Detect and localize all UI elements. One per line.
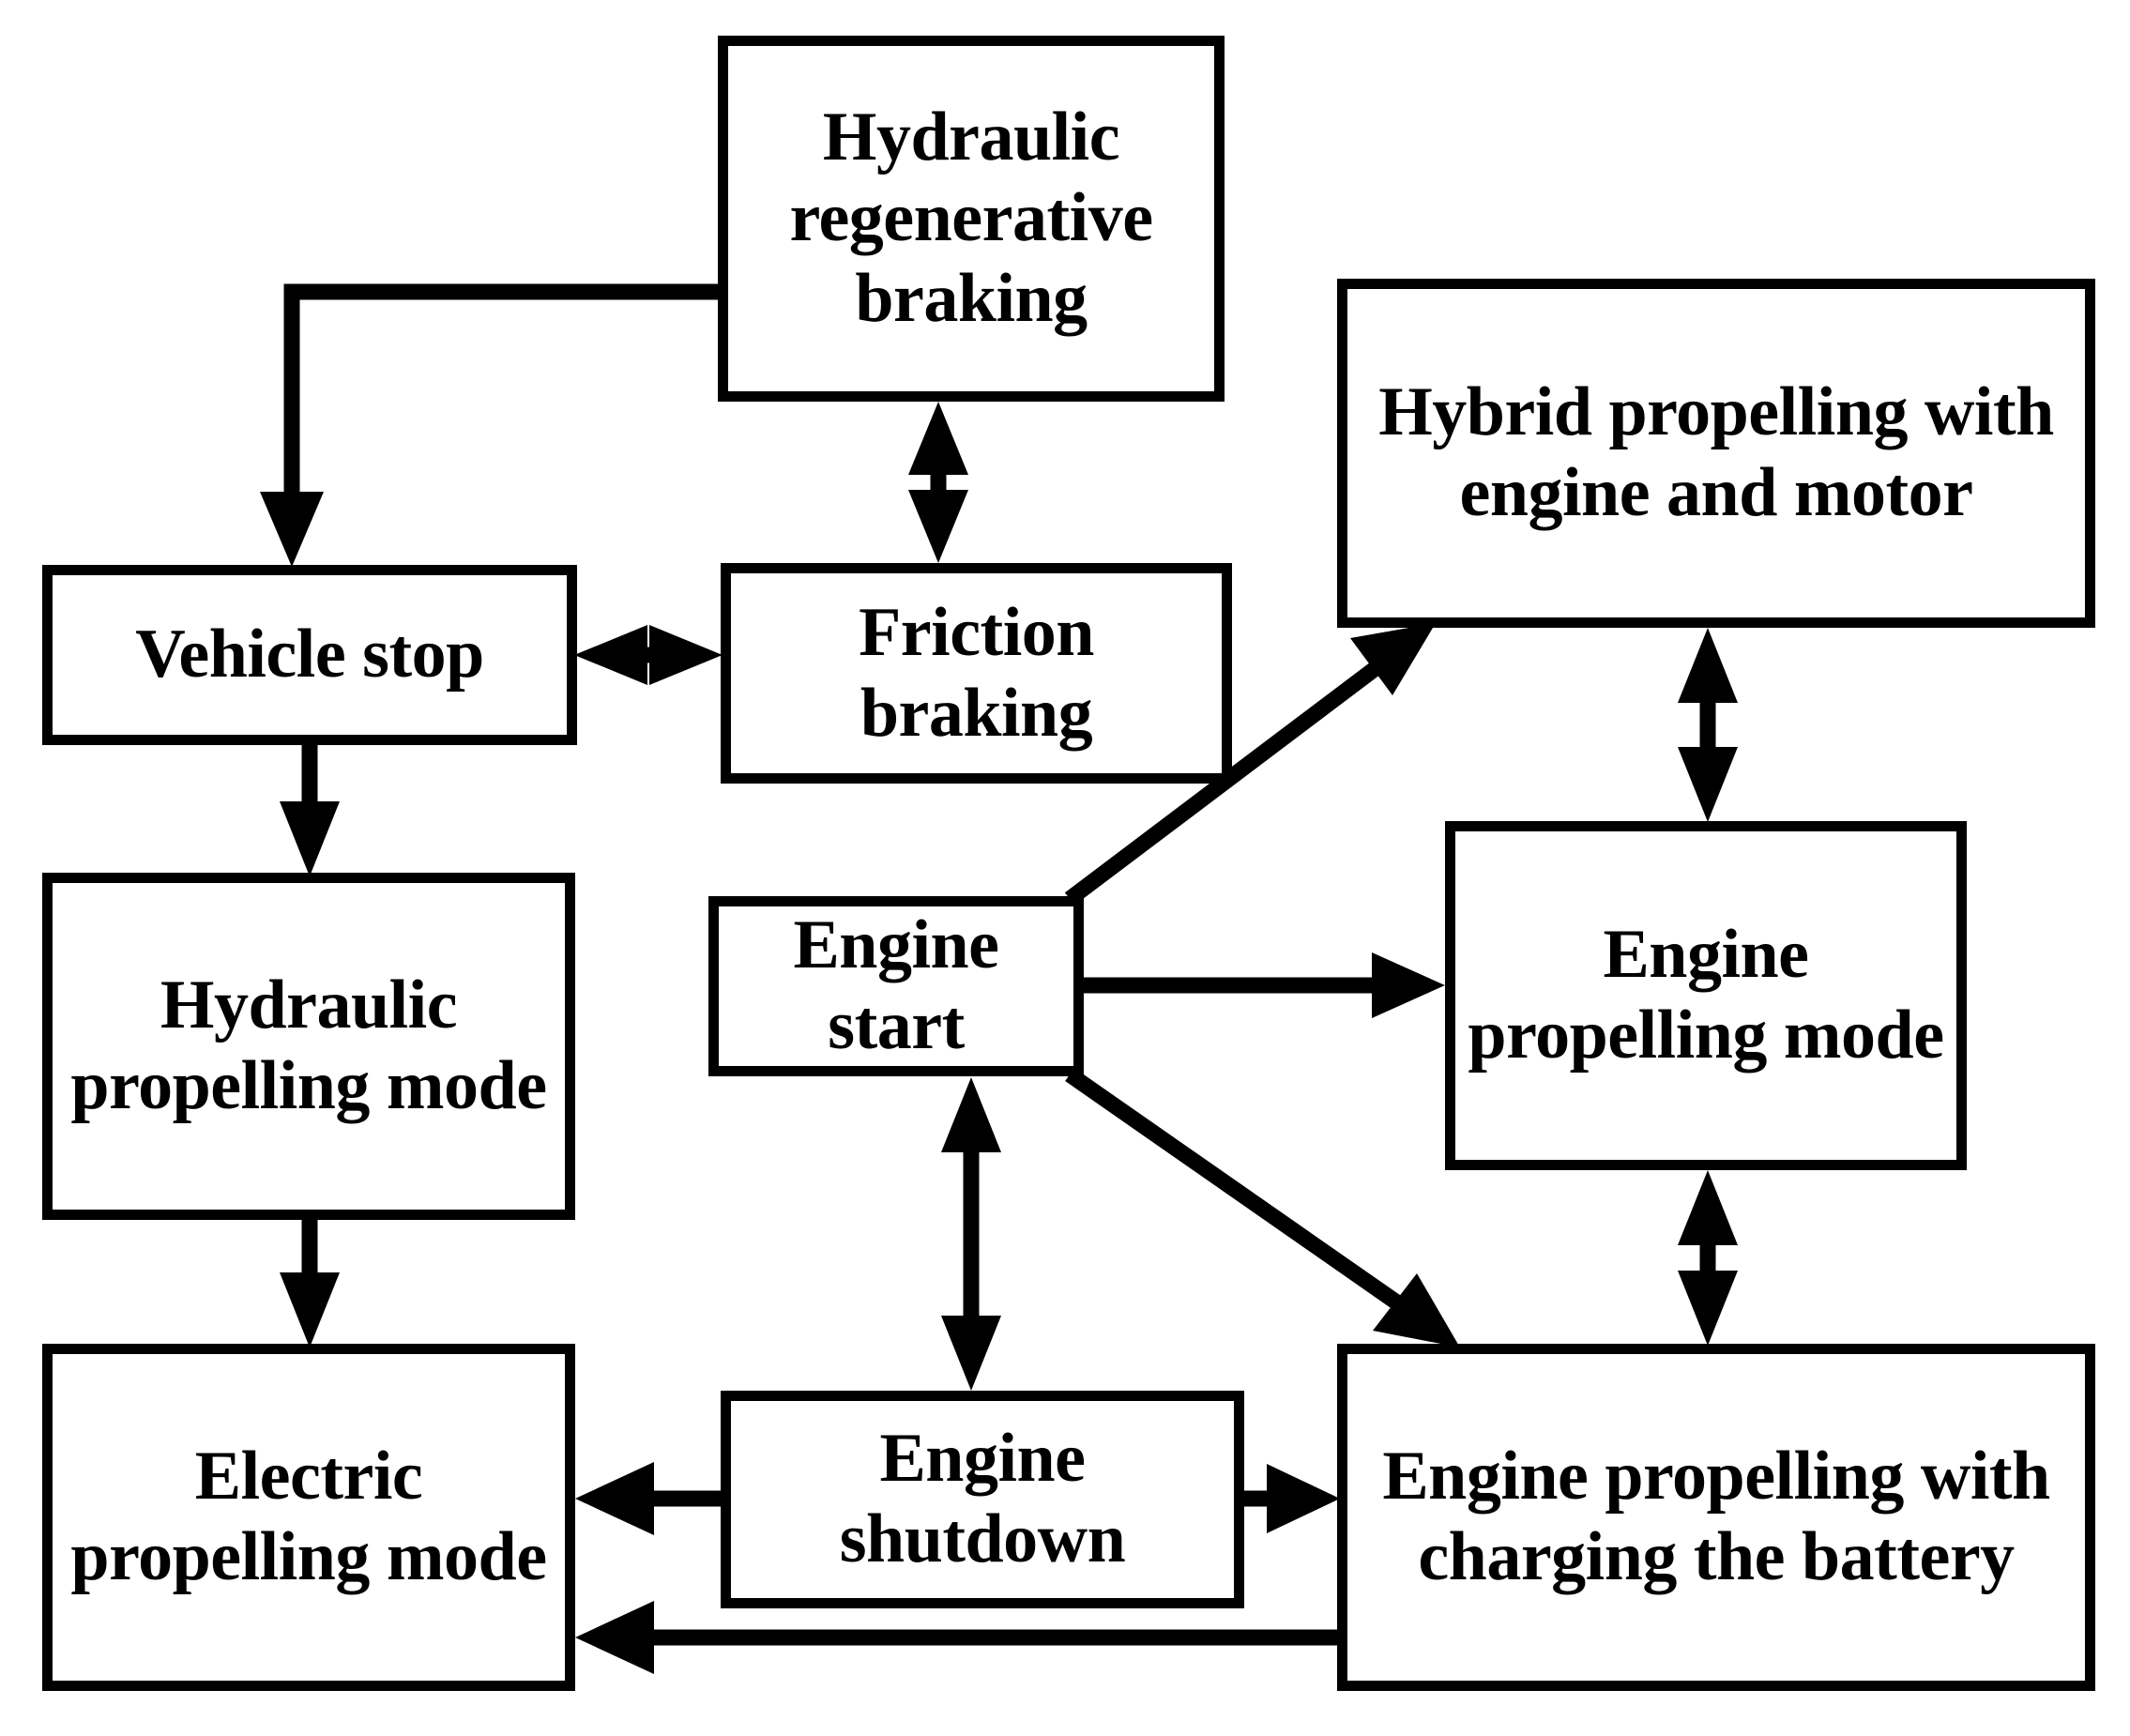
node-engine-start[interactable]: Engine start: [708, 896, 1084, 1076]
edge-hydraulic-propelling-mode-to-electric-propelling-mode: [280, 1216, 340, 1348]
edge-engine-propelling-mode-to-engine-propelling-with-charging: [1678, 1170, 1738, 1346]
edge-hydraulic-regen-braking-to-friction-braking: [908, 402, 968, 563]
node-engine-shutdown[interactable]: Engine shutdown: [721, 1391, 1244, 1608]
node-label: Engine start: [793, 906, 999, 1064]
node-vehicle-stop[interactable]: Vehicle stop: [42, 565, 577, 745]
edge-engine-start-to-engine-shutdown: [941, 1077, 1001, 1391]
node-hydraulic-regenerative-braking[interactable]: Hydraulic regenerative braking: [718, 36, 1225, 402]
node-hydraulic-propelling-mode[interactable]: Hydraulic propelling mode: [42, 873, 575, 1220]
node-engine-propelling-mode[interactable]: Engine propelling mode: [1445, 821, 1967, 1170]
edge-engine-propelling-with-charging-to-electric-propelling-mode: [575, 1601, 1340, 1674]
edge-hybrid-propelling-to-engine-propelling-mode: [1678, 628, 1738, 822]
node-friction-braking[interactable]: Friction braking: [721, 563, 1232, 784]
node-label: Engine propelling with charging the batt…: [1382, 1438, 2050, 1595]
node-label: Friction braking: [859, 593, 1094, 752]
node-label: Vehicle stop: [135, 616, 484, 693]
node-label: Hybrid propelling with engine and motor: [1378, 373, 2054, 531]
node-label: Hydraulic propelling mode: [70, 967, 547, 1124]
node-hybrid-propelling-with-engine-and-motor[interactable]: Hybrid propelling with engine and motor: [1337, 279, 2095, 628]
edge-engine-start-to-engine-propelling-with-charging: [1065, 1068, 1460, 1348]
edge-engine-start-to-engine-propelling-mode: [1084, 952, 1445, 1018]
node-engine-propelling-with-charging-the-battery[interactable]: Engine propelling with charging the batt…: [1337, 1344, 2095, 1691]
node-label: Hydraulic regenerative braking: [789, 99, 1153, 337]
edge-hydraulic-regen-braking-to-vehicle-stop: [260, 283, 718, 567]
node-label: Electric propelling mode: [70, 1438, 547, 1595]
edge-vehicle-stop-to-friction-braking: [574, 625, 723, 685]
node-label: Engine propelling mode: [1468, 916, 1944, 1074]
edge-engine-shutdown-to-electric-propelling-mode: [575, 1462, 721, 1535]
node-electric-propelling-mode[interactable]: Electric propelling mode: [42, 1344, 575, 1691]
edge-vehicle-stop-to-hydraulic-propelling-mode: [280, 741, 340, 876]
edge-engine-shutdown-to-engine-propelling-with-charging: [1244, 1464, 1340, 1533]
node-label: Engine shutdown: [839, 1420, 1126, 1577]
